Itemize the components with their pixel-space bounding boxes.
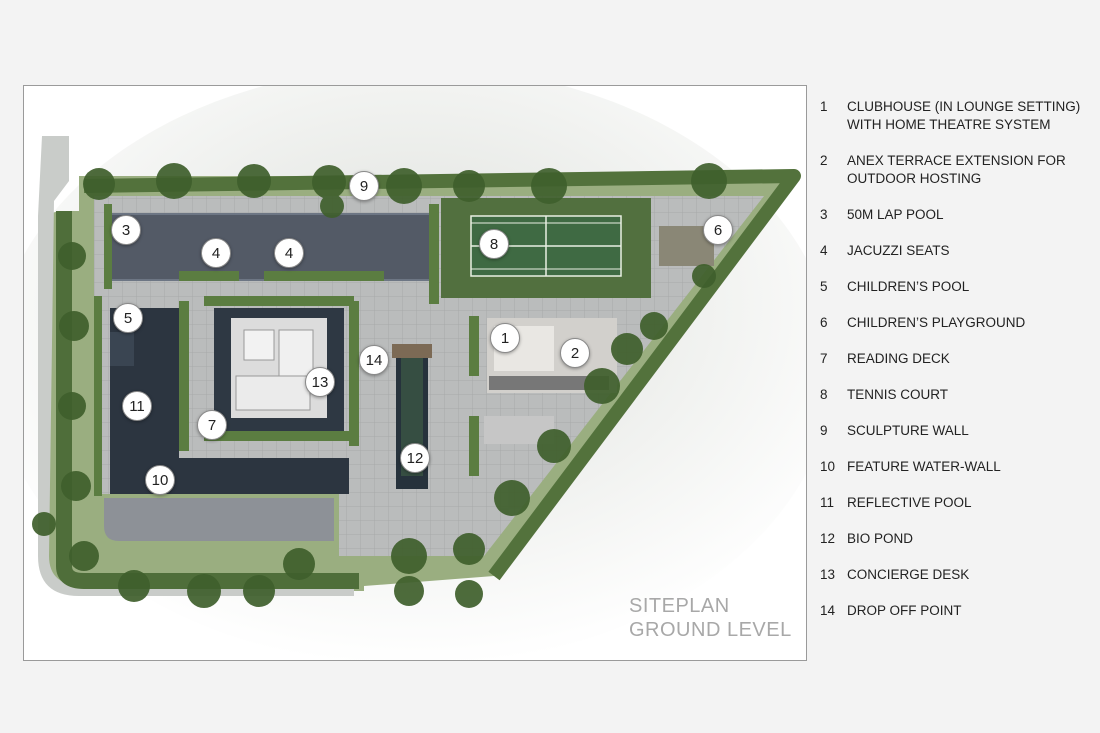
legend-number: 7 [820,351,828,366]
legend-item: 7 READING DECK [820,350,1090,368]
legend-item: 1 CLUBHOUSE (IN LOUNGE SETTING) WITH HOME… [820,98,1090,134]
legend-item: 6 CHILDREN’S PLAYGROUND [820,314,1090,332]
siteplan-map: 1 2 3 4 4 5 6 7 8 9 10 11 12 13 14 SITEP… [23,85,807,661]
legend-label: SCULPTURE WALL [847,423,969,438]
legend-label: BIO POND [847,531,914,546]
legend-number: 1 [820,99,828,114]
legend-item: 2 ANEX TERRACE EXTENSION FOR OUTDOOR HOST… [820,152,1090,188]
legend-number: 5 [820,279,828,294]
legend-number: 10 [820,459,836,474]
legend-number: 4 [820,243,828,258]
marker-12[interactable]: 12 [400,443,430,473]
marker-10[interactable]: 10 [145,465,175,495]
legend-number: 6 [820,315,828,330]
legend-item: 3 50M LAP POOL [820,206,1090,224]
legend-item: 13 CONCIERGE DESK [820,566,1090,584]
legend-label: ANEX TERRACE EXTENSION FOR OUTDOOR HOSTI… [847,153,1066,186]
legend-label: FEATURE WATER-WALL [847,459,1001,474]
legend-label: CHILDREN’S PLAYGROUND [847,315,1026,330]
marker-5[interactable]: 5 [113,303,143,333]
legend-label: TENNIS COURT [847,387,949,402]
legend-item: 8 TENNIS COURT [820,386,1090,404]
marker-3[interactable]: 3 [111,215,141,245]
legend-label: JACUZZI SEATS [847,243,950,258]
legend-number: 11 [820,495,835,510]
siteplan-title: SITEPLAN GROUND LEVEL [629,594,792,642]
marker-13[interactable]: 13 [305,367,335,397]
legend-item: 11 REFLECTIVE POOL [820,494,1090,512]
legend-label: READING DECK [847,351,950,366]
marker-4a[interactable]: 4 [201,238,231,268]
legend-item: 12 BIO POND [820,530,1090,548]
legend-number: 3 [820,207,828,222]
marker-2[interactable]: 2 [560,338,590,368]
siteplan-drawing [24,86,806,660]
legend-label: 50M LAP POOL [847,207,944,222]
siteplan-title-line2: GROUND LEVEL [629,619,792,641]
marker-8[interactable]: 8 [479,229,509,259]
marker-9[interactable]: 9 [349,171,379,201]
marker-14[interactable]: 14 [359,345,389,375]
legend-number: 8 [820,387,828,402]
legend-number: 12 [820,531,836,546]
marker-6[interactable]: 6 [703,215,733,245]
legend-item: 4 JACUZZI SEATS [820,242,1090,260]
legend-number: 14 [820,603,836,618]
marker-4b[interactable]: 4 [274,238,304,268]
legend-list: 1 CLUBHOUSE (IN LOUNGE SETTING) WITH HOME… [820,98,1090,638]
legend-number: 9 [820,423,828,438]
siteplan-title-line1: SITEPLAN [629,595,730,617]
legend-label: CHILDREN’S POOL [847,279,970,294]
legend-label: CLUBHOUSE (IN LOUNGE SETTING) WITH HOME … [847,99,1081,132]
legend-item: 9 SCULPTURE WALL [820,422,1090,440]
marker-1[interactable]: 1 [490,323,520,353]
legend-label: DROP OFF POINT [847,603,962,618]
legend-item: 14 DROP OFF POINT [820,602,1090,620]
legend-item: 5 CHILDREN’S POOL [820,278,1090,296]
legend-label: REFLECTIVE POOL [847,495,972,510]
marker-7[interactable]: 7 [197,410,227,440]
marker-11[interactable]: 11 [122,391,152,421]
legend-label: CONCIERGE DESK [847,567,970,582]
legend-item: 10 FEATURE WATER-WALL [820,458,1090,476]
legend-number: 13 [820,567,836,582]
legend-number: 2 [820,153,828,168]
